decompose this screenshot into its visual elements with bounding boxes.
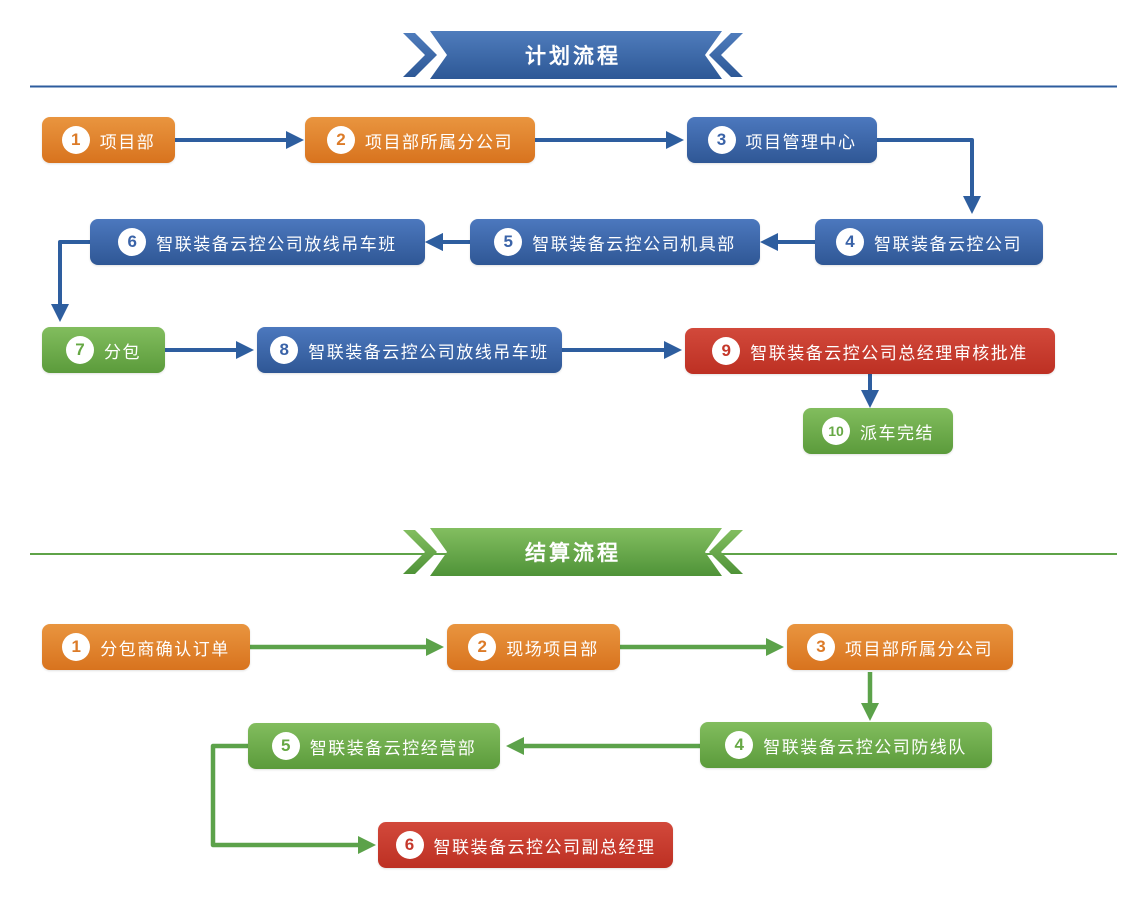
plan-banner-ribbon <box>403 31 743 79</box>
node-number-badge: 4 <box>836 228 864 256</box>
node-label: 派车完结 <box>860 423 934 443</box>
node-label: 智联装备云控公司总经理审核批准 <box>750 343 1028 363</box>
plan-arrows <box>51 131 981 408</box>
node-label: 智联装备云控经营部 <box>309 738 477 758</box>
plan-node-1: 1 项目部 <box>42 117 175 163</box>
node-number-badge: 3 <box>707 126 736 154</box>
node-label: 项目部所属分公司 <box>845 639 993 659</box>
plan-node-5: 5 智联装备云控公司机具部 <box>470 219 760 265</box>
node-label: 现场项目部 <box>506 639 599 659</box>
plan-node-9: 9 智联装备云控公司总经理审核批准 <box>685 328 1055 374</box>
settle-node-3: 3 项目部所属分公司 <box>787 624 1013 670</box>
node-number-badge: 5 <box>494 228 523 256</box>
node-number-badge: 6 <box>118 228 147 256</box>
node-number-badge: 6 <box>395 831 424 859</box>
plan-banner-title: 计划流程 <box>525 45 621 68</box>
plan-node-3: 3 项目管理中心 <box>687 117 877 163</box>
node-number-badge: 8 <box>270 336 299 364</box>
node-number-badge: 4 <box>725 731 754 759</box>
settle-node-5: 5 智联装备云控经营部 <box>248 723 500 769</box>
node-number-badge: 1 <box>61 126 90 154</box>
settle-node-2: 2 现场项目部 <box>447 624 620 670</box>
node-number-badge: 2 <box>327 126 355 154</box>
settle-banner-title: 结算流程 <box>525 542 621 565</box>
node-label: 项目部 <box>99 132 156 152</box>
node-label: 项目部所属分公司 <box>365 132 513 152</box>
node-label: 智联装备云控公司防线队 <box>763 737 967 757</box>
plan-node-6: 6 智联装备云控公司放线吊车班 <box>90 219 425 265</box>
node-number-badge: 3 <box>807 633 835 661</box>
node-number-badge: 7 <box>66 336 94 364</box>
node-label: 智联装备云控公司 <box>874 234 1022 254</box>
node-label: 智联装备云控公司机具部 <box>532 234 736 254</box>
settle-node-1: 1 分包商确认订单 <box>42 624 250 670</box>
node-label: 分包商确认订单 <box>100 639 230 659</box>
node-label: 智联装备云控公司副总经理 <box>433 837 656 857</box>
node-number-badge: 9 <box>712 337 741 365</box>
node-label: 项目管理中心 <box>745 132 857 152</box>
node-label: 智联装备云控公司放线吊车班 <box>308 342 549 362</box>
plan-node-7: 7 分包 <box>42 327 165 373</box>
settle-arrows <box>210 638 879 854</box>
settle-node-6: 6 智联装备云控公司副总经理 <box>378 822 673 868</box>
node-number-badge: 5 <box>271 732 300 760</box>
settle-node-4: 4 智联装备云控公司防线队 <box>700 722 992 768</box>
plan-node-2: 2 项目部所属分公司 <box>305 117 535 163</box>
node-number-badge: 1 <box>62 633 91 661</box>
settle-banner-ribbon <box>403 528 743 576</box>
node-label: 分包 <box>104 342 141 362</box>
plan-node-10: 10 派车完结 <box>803 408 953 454</box>
node-number-badge: 2 <box>468 633 497 661</box>
node-number-badge: 10 <box>822 417 850 445</box>
node-label: 智联装备云控公司放线吊车班 <box>156 234 397 254</box>
plan-node-4: 4 智联装备云控公司 <box>815 219 1043 265</box>
plan-node-8: 8 智联装备云控公司放线吊车班 <box>257 327 562 373</box>
